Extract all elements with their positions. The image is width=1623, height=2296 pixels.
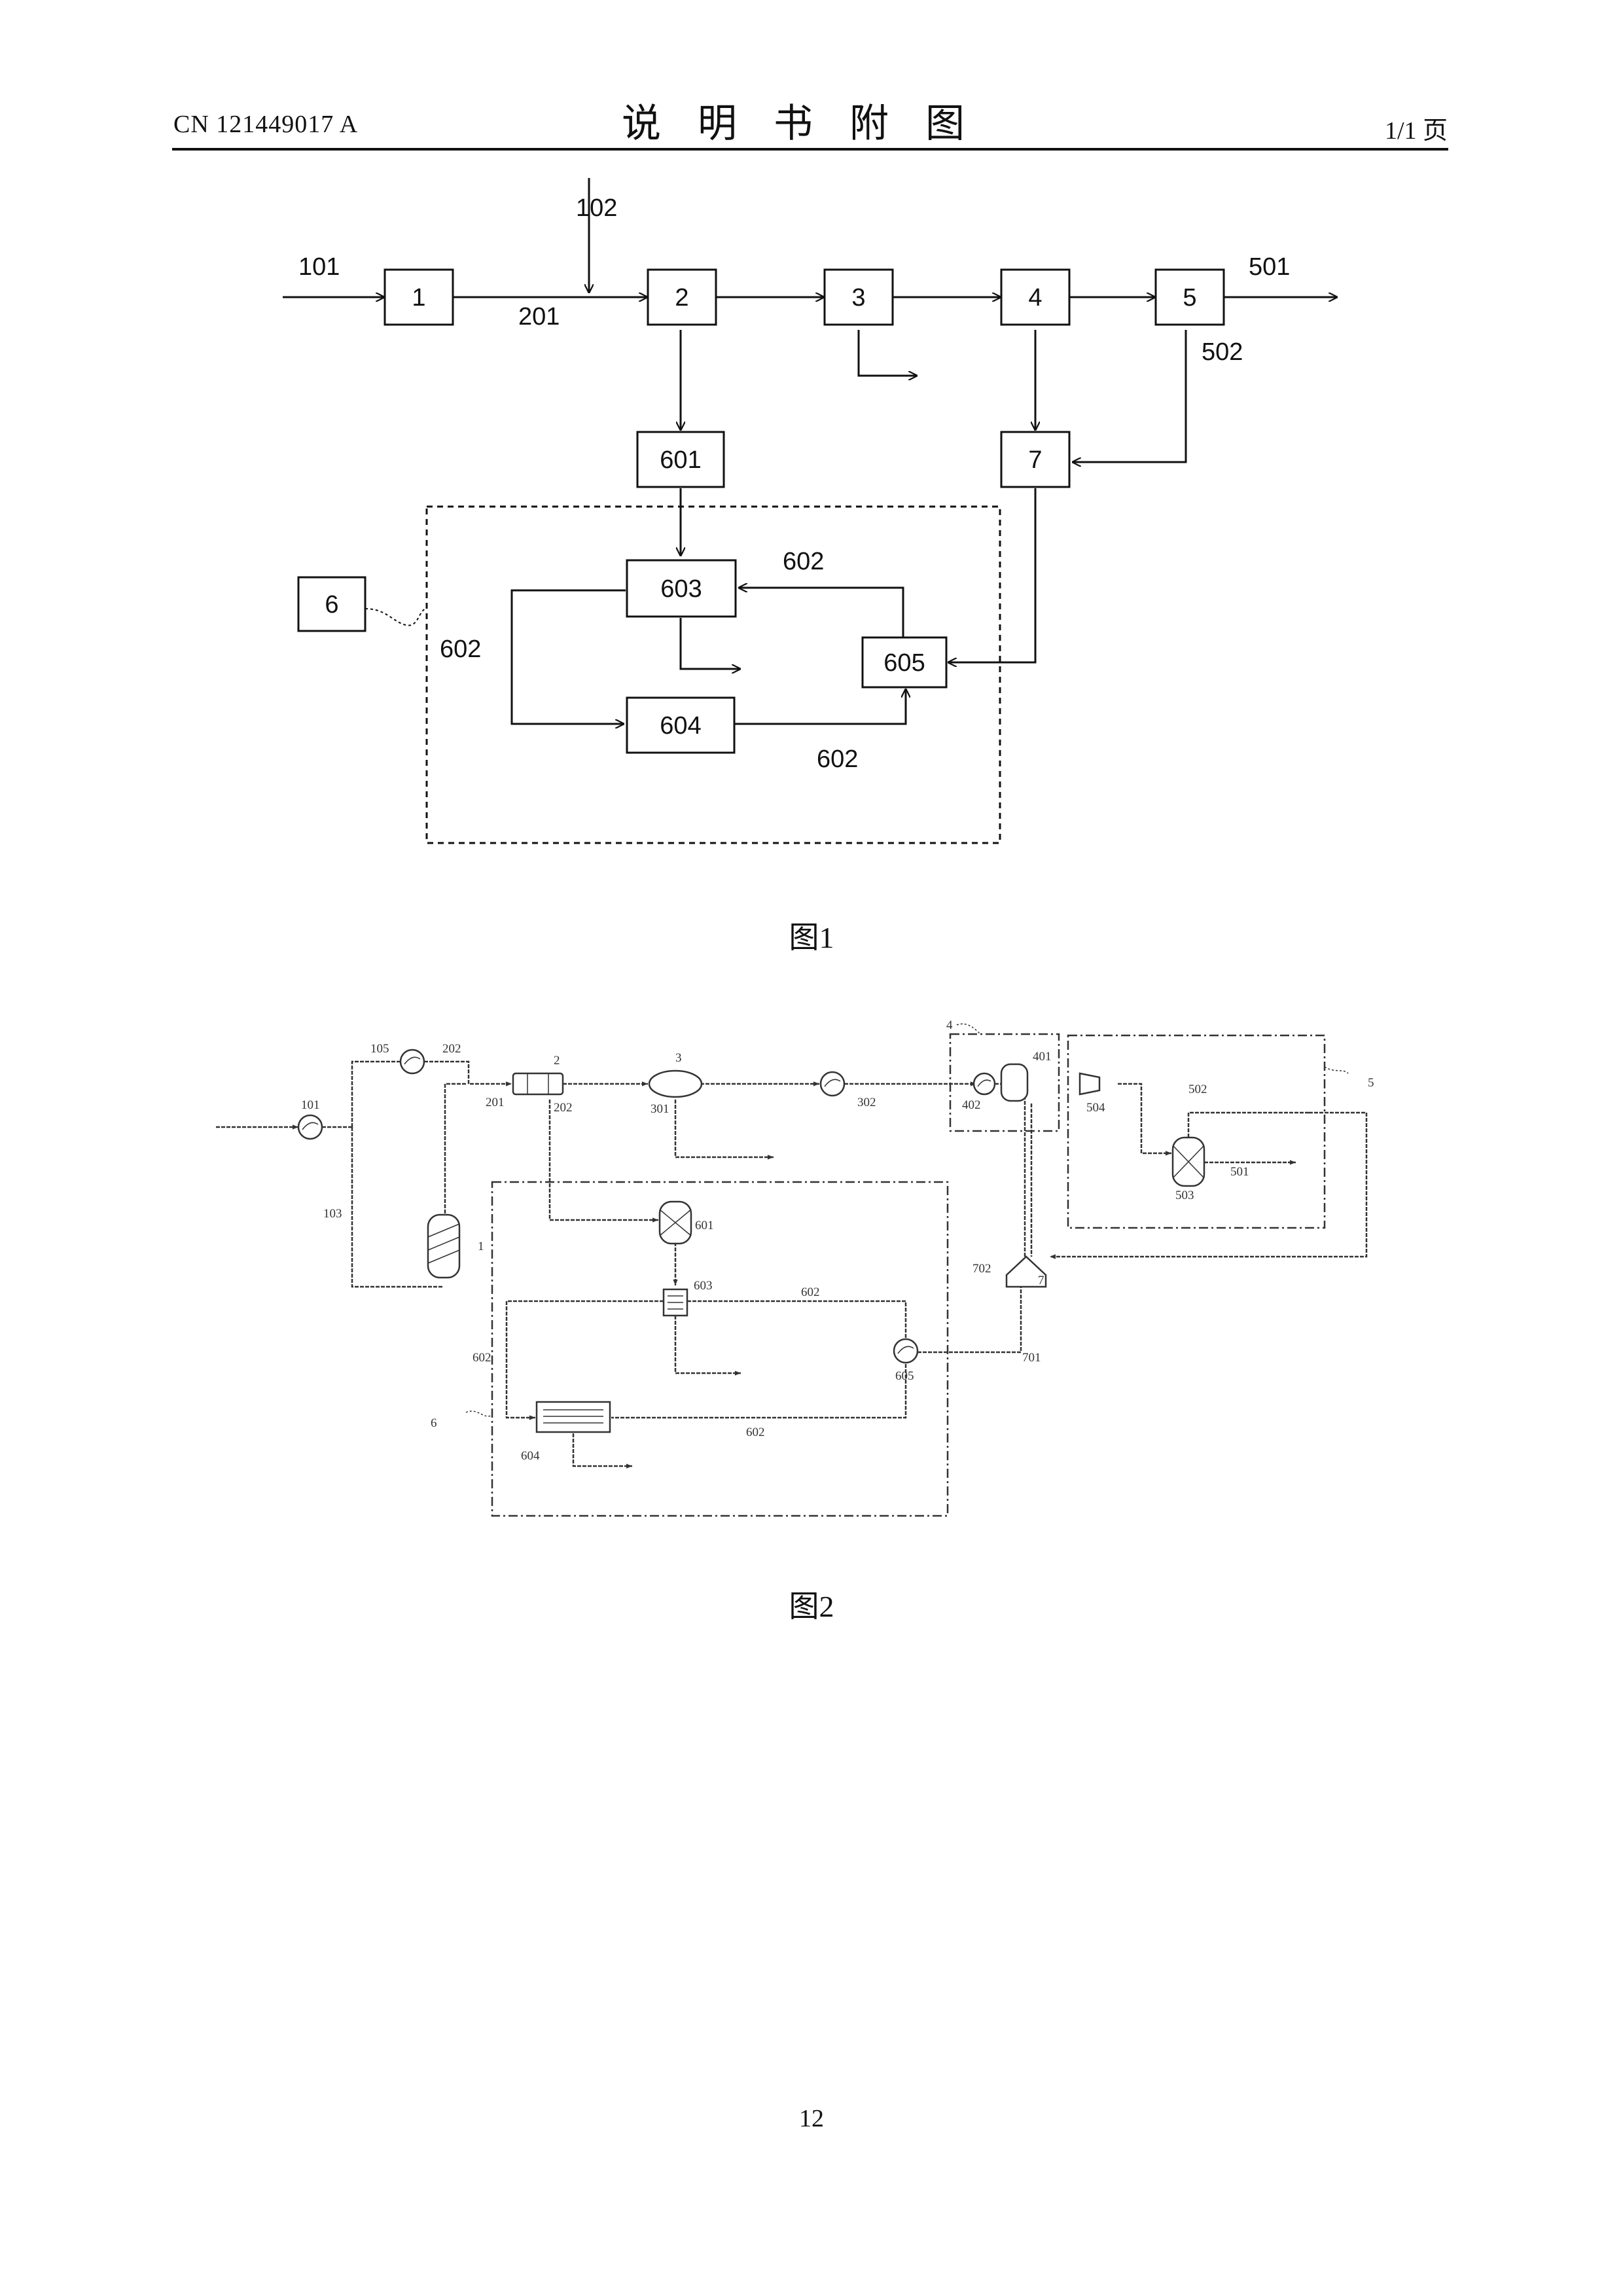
heater-605 — [894, 1339, 918, 1363]
label-605: 605 — [895, 1369, 914, 1383]
label-6: 6 — [431, 1416, 437, 1430]
label-1: 1 — [478, 1240, 484, 1253]
label-504: 504 — [1086, 1101, 1105, 1115]
reactor-1 — [428, 1215, 459, 1278]
heater-103 — [298, 1115, 322, 1139]
page-number: 12 — [0, 2104, 1623, 2133]
label-3: 3 — [675, 1051, 682, 1065]
label-702: 702 — [972, 1262, 991, 1276]
label-401: 401 — [1033, 1050, 1052, 1064]
label-701: 701 — [1022, 1351, 1041, 1365]
label-202b: 202 — [554, 1101, 573, 1115]
label-7: 7 — [1038, 1274, 1044, 1287]
label-201: 201 — [486, 1096, 505, 1109]
unit-2 — [513, 1073, 563, 1094]
label-501: 501 — [1230, 1165, 1249, 1179]
heater-105 — [401, 1050, 424, 1073]
label-2: 2 — [554, 1054, 560, 1067]
label-402: 402 — [962, 1098, 981, 1112]
label-602-top: 602 — [801, 1285, 820, 1299]
region-6 — [492, 1182, 948, 1516]
label-502: 502 — [1188, 1083, 1207, 1096]
label-602-bottom: 602 — [746, 1426, 765, 1439]
unit-401 — [1001, 1064, 1027, 1101]
region-5 — [1068, 1035, 1325, 1228]
label-302: 302 — [857, 1096, 876, 1109]
label-601: 601 — [695, 1219, 714, 1232]
label-301: 301 — [651, 1102, 669, 1116]
label-503: 503 — [1175, 1189, 1194, 1202]
label-5: 5 — [1368, 1076, 1374, 1090]
unit-604 — [537, 1402, 610, 1432]
figure-2-diagram: 101 105 202 201 202 2 3 301 302 4 401 40… — [0, 0, 1623, 1636]
label-4: 4 — [946, 1018, 953, 1032]
compressor-504 — [1080, 1073, 1099, 1094]
figure-2-caption: 图2 — [0, 1583, 1623, 1626]
label-602-left: 602 — [473, 1351, 491, 1365]
heater-302 — [821, 1072, 844, 1096]
label-105: 105 — [370, 1042, 389, 1056]
label-604: 604 — [521, 1449, 540, 1463]
label-202a: 202 — [442, 1042, 461, 1056]
label-103: 101 — [301, 1098, 320, 1112]
vessel-3 — [649, 1071, 702, 1097]
label-603: 603 — [694, 1279, 713, 1293]
heater-402 — [974, 1073, 995, 1094]
label-103b: 103 — [323, 1207, 342, 1221]
